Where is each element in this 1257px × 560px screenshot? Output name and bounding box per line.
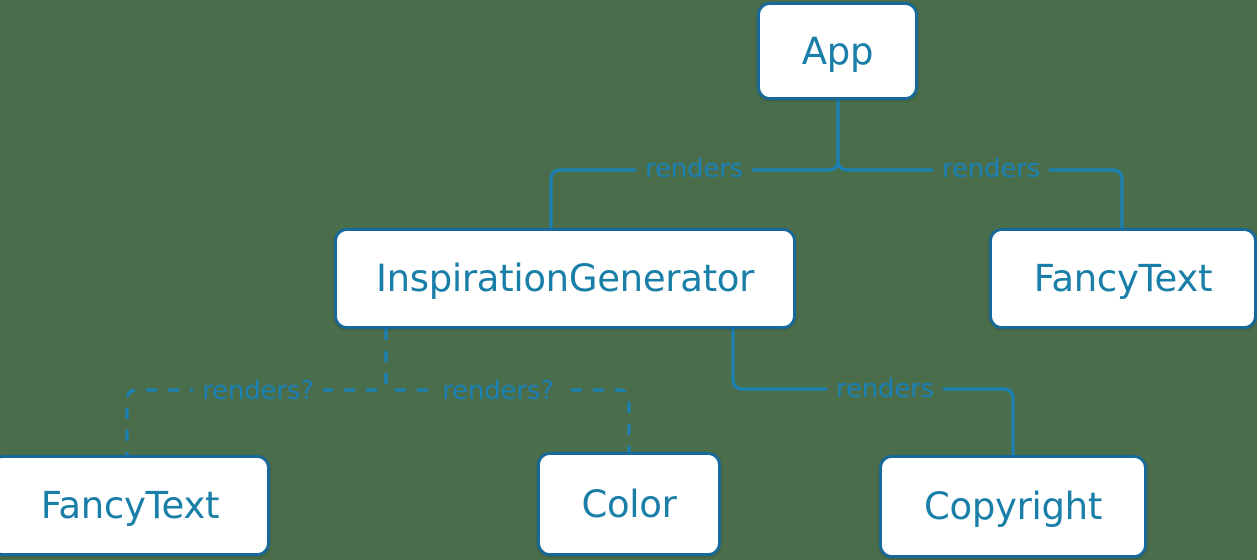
node-label: App xyxy=(801,29,874,73)
node-color[interactable]: Color xyxy=(537,452,721,556)
node-label: Color xyxy=(581,482,677,526)
edge-label-inspgen-copyright: renders xyxy=(827,376,943,402)
node-label: Copyright xyxy=(923,485,1103,528)
edge-label-inspgen-color: renders? xyxy=(433,378,563,404)
node-inspgen[interactable]: InspirationGenerator xyxy=(334,228,796,329)
node-label: FancyText xyxy=(40,484,220,527)
node-label: InspirationGenerator xyxy=(375,257,755,300)
node-app[interactable]: App xyxy=(757,2,918,100)
node-copyright[interactable]: Copyright xyxy=(879,455,1147,558)
node-label: FancyText xyxy=(1033,257,1213,300)
node-fancytext2[interactable]: FancyText xyxy=(0,455,270,556)
node-fancytext1[interactable]: FancyText xyxy=(989,228,1257,329)
edge-label-inspgen-fancytext2: renders? xyxy=(193,378,323,404)
edge-label-app-inspgen: renders xyxy=(636,156,752,182)
edge-label-app-fancytext1: renders xyxy=(933,156,1049,182)
